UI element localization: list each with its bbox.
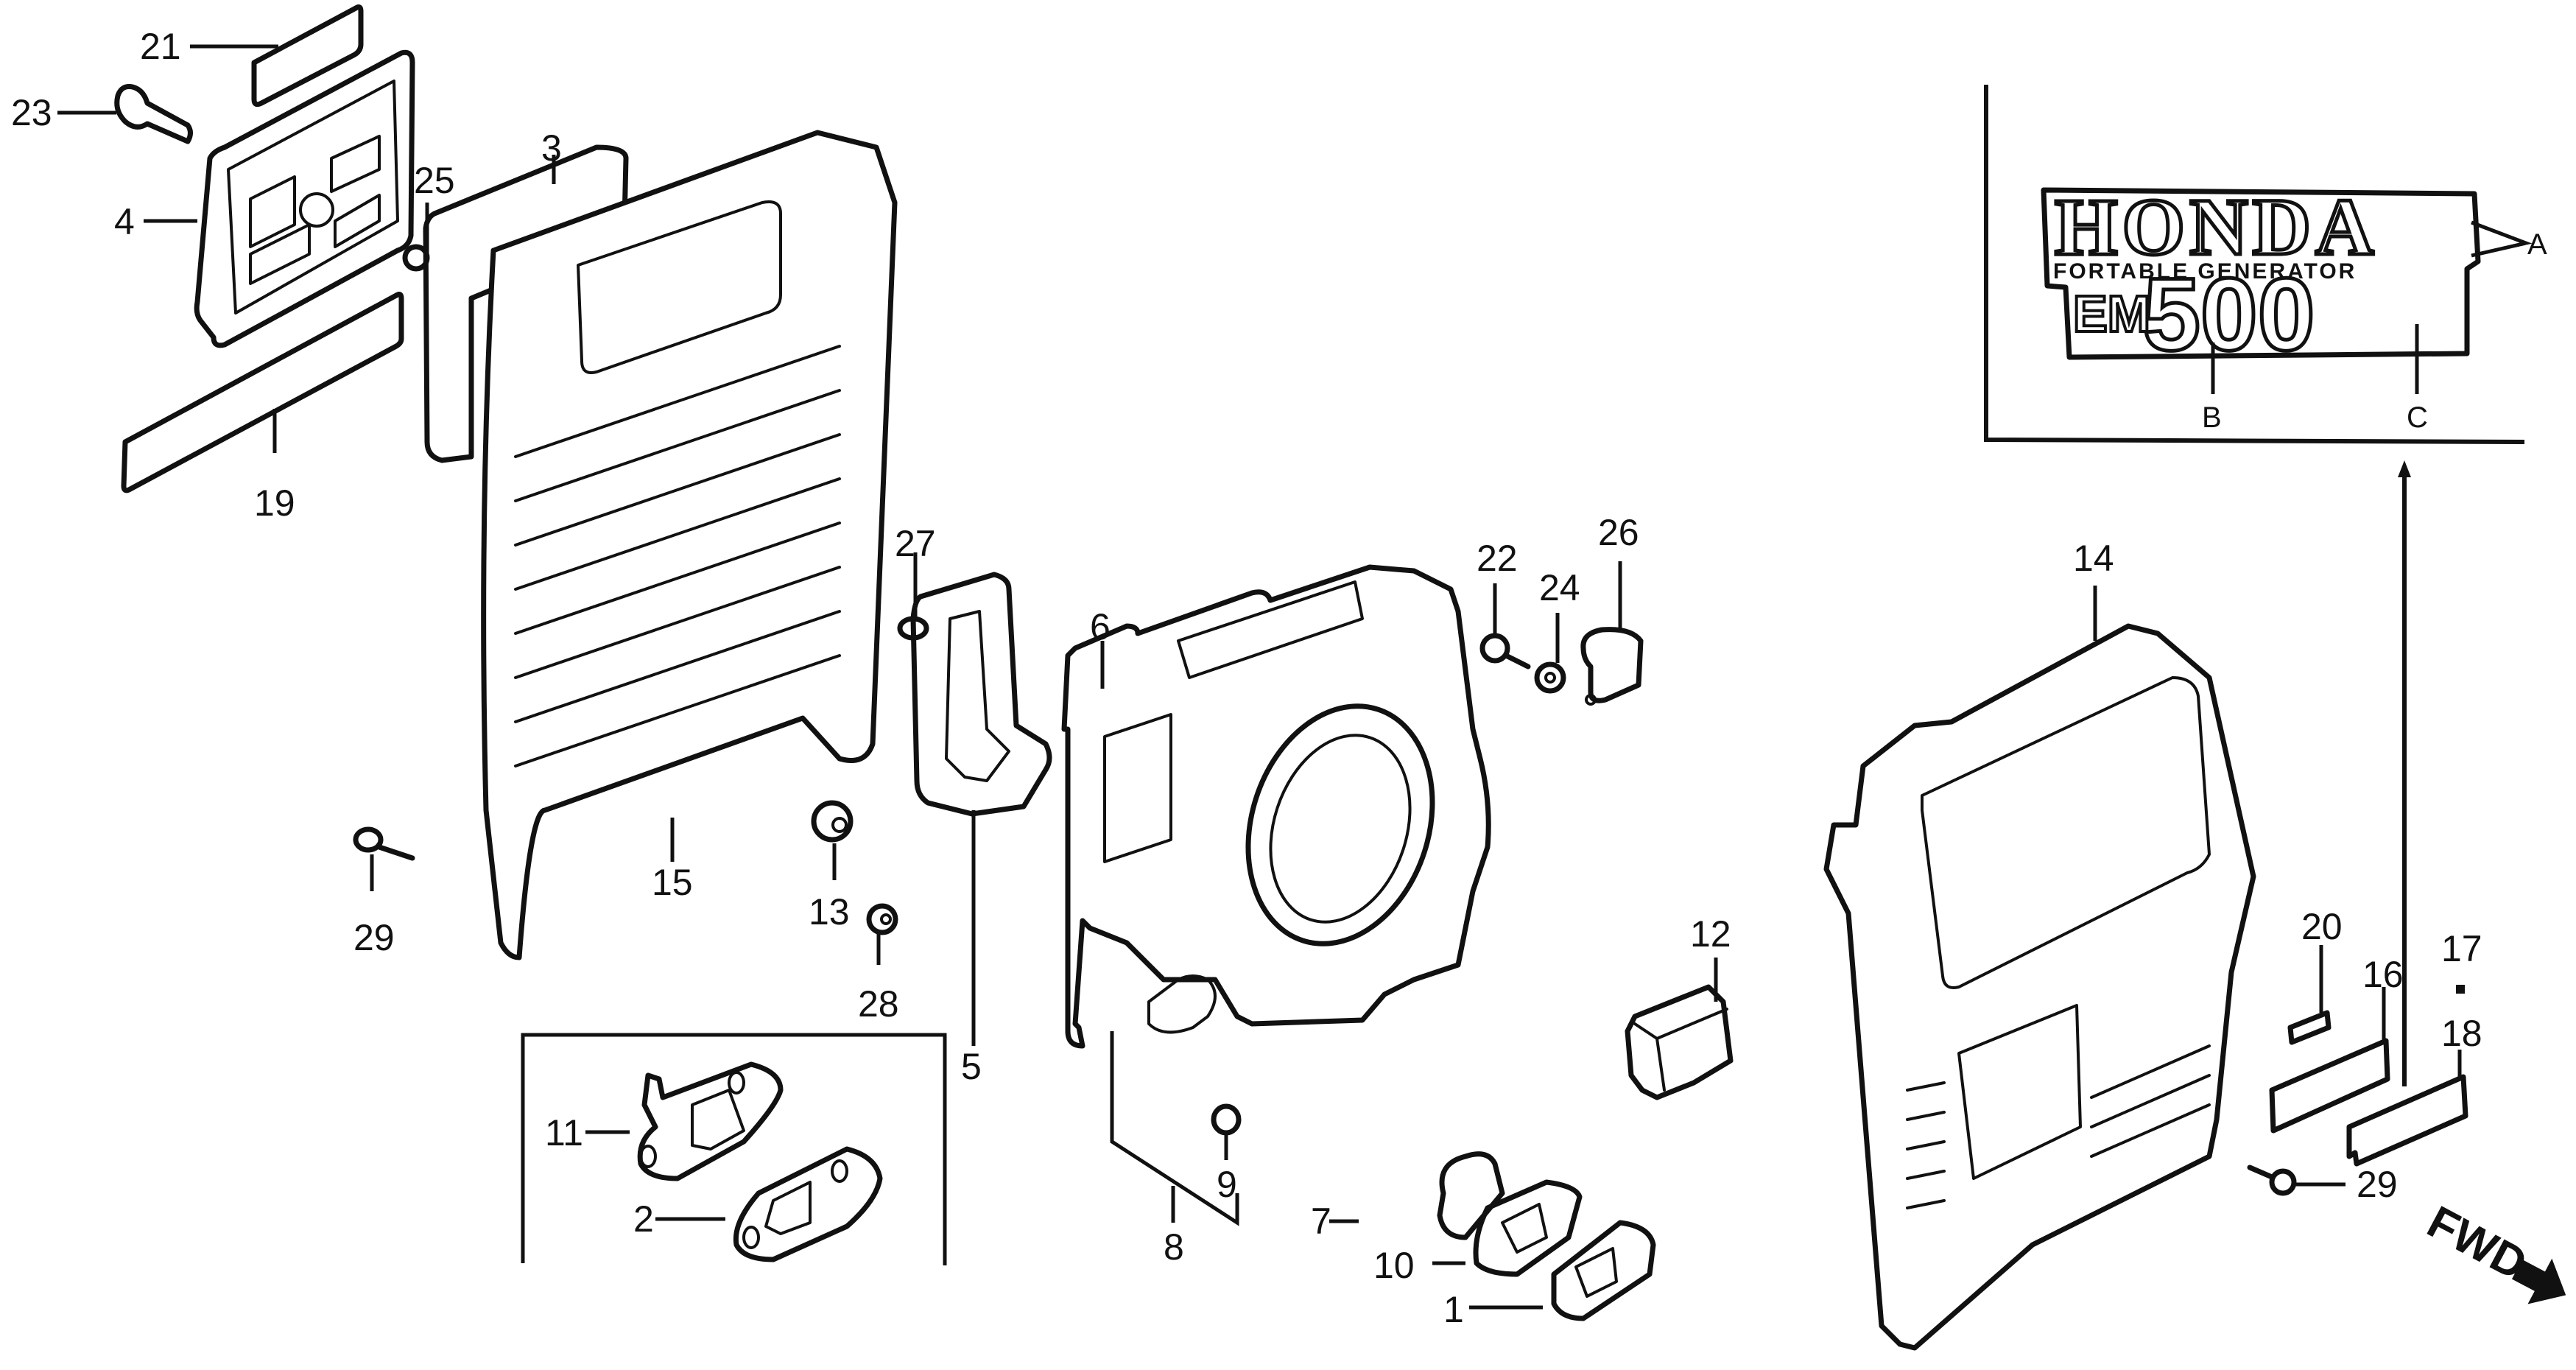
label-11: 11 [545,1112,583,1153]
logo-callout-leader [2398,460,2411,1086]
part-13-grommet: 13 [809,800,854,932]
housing-vent-slots [514,345,841,767]
part-8-assembly: 8 [1110,1031,1239,1268]
part-9-collar: 9 [1211,1103,1242,1205]
label-8: 8 [1164,1226,1184,1268]
decal-model-prefix: EM [2073,285,2150,342]
label-25: 25 [414,160,455,201]
gasket-kit-box [521,1033,947,1265]
part-22-bolt: 22 [1477,538,1531,670]
label-4: 4 [114,201,135,242]
label-21: 21 [140,26,181,67]
label-3: 3 [541,127,562,169]
part-1-gasket: 1 [1443,1220,1656,1330]
cover-vent-louvres [1906,1044,2211,1209]
part-2-gasket: 2 [633,1146,883,1262]
arrow-up-icon [2398,460,2411,477]
honda-decal [2041,187,2481,360]
part-29-bolt-left: 29 [353,826,415,958]
decal-model-number: 500 [2143,256,2315,372]
label-26: 26 [1598,512,1639,553]
label-10: 10 [1373,1245,1415,1286]
label-22: 22 [1477,538,1518,579]
decal-brand: HONDA [2055,182,2378,272]
label-16: 16 [2362,954,2404,995]
part-24-washer: 24 [1534,567,1580,694]
part-12-module: 12 [1625,913,1734,1100]
label-2: 2 [633,1198,654,1240]
part-25-grommet: 25 [402,160,455,272]
label-17: 17 [2441,928,2482,969]
part-5-gasket: 5 [910,572,1052,1087]
label-6: 6 [1090,606,1111,647]
callout-a: A [2527,228,2547,261]
label-15: 15 [652,862,693,903]
part-28-nut: 28 [858,903,899,1025]
label-9: 9 [1217,1164,1237,1205]
part-23-screw: 23 [11,84,193,144]
part-17-marker: 17 [2441,928,2482,994]
label-28: 28 [858,983,899,1025]
label-1: 1 [1443,1289,1464,1330]
part-10-gasket: 10 [1373,1179,1583,1286]
square-marker-icon [2456,985,2465,994]
part-16-label: 16 [2269,954,2404,1134]
arrow-right-down-icon [2511,1258,2566,1304]
label-27: 27 [895,523,936,564]
label-20: 20 [2301,906,2343,947]
decal-subtitle: FORTABLE GENERATOR [2053,259,2357,284]
fwd-direction-indicator: FWD [2419,1196,2566,1304]
part-3-pad: 3 [423,127,629,463]
label-29-left: 29 [353,917,395,958]
label-12: 12 [1690,913,1731,955]
logo-inset: HONDA FORTABLE GENERATOR EM 500 A B C [1984,85,2547,444]
label-14: 14 [2073,538,2114,579]
label-29-right: 29 [2357,1164,2398,1205]
part-15-front-housing: 15 [481,130,898,960]
part-29-bolt-right: 29 [2247,1164,2398,1205]
part-21-label-plate: 21 [140,4,364,108]
label-24: 24 [1539,567,1580,608]
callout-c: C [2407,401,2428,434]
part-7-ring-gasket: 7 [1311,1151,1505,1242]
part-14-side-cover: 14 [1823,538,2256,1351]
part-26-clamp: 26 [1580,512,1644,706]
label-7: 7 [1311,1201,1331,1242]
part-4-panel-frame: 4 [114,49,415,348]
part-20-label: 20 [2287,906,2343,1045]
label-13: 13 [809,891,850,932]
part-19-label-strip: 19 [121,292,404,524]
part-11-gasket: 11 [545,1061,784,1181]
label-5: 5 [961,1046,982,1087]
label-23: 23 [11,92,52,133]
label-19: 19 [254,482,295,524]
callout-b: B [2202,401,2222,434]
part-18-label: 18 [2346,1013,2482,1167]
part-6-air-cleaner-shroud: 6 [1061,564,1491,1049]
label-18: 18 [2441,1013,2482,1054]
